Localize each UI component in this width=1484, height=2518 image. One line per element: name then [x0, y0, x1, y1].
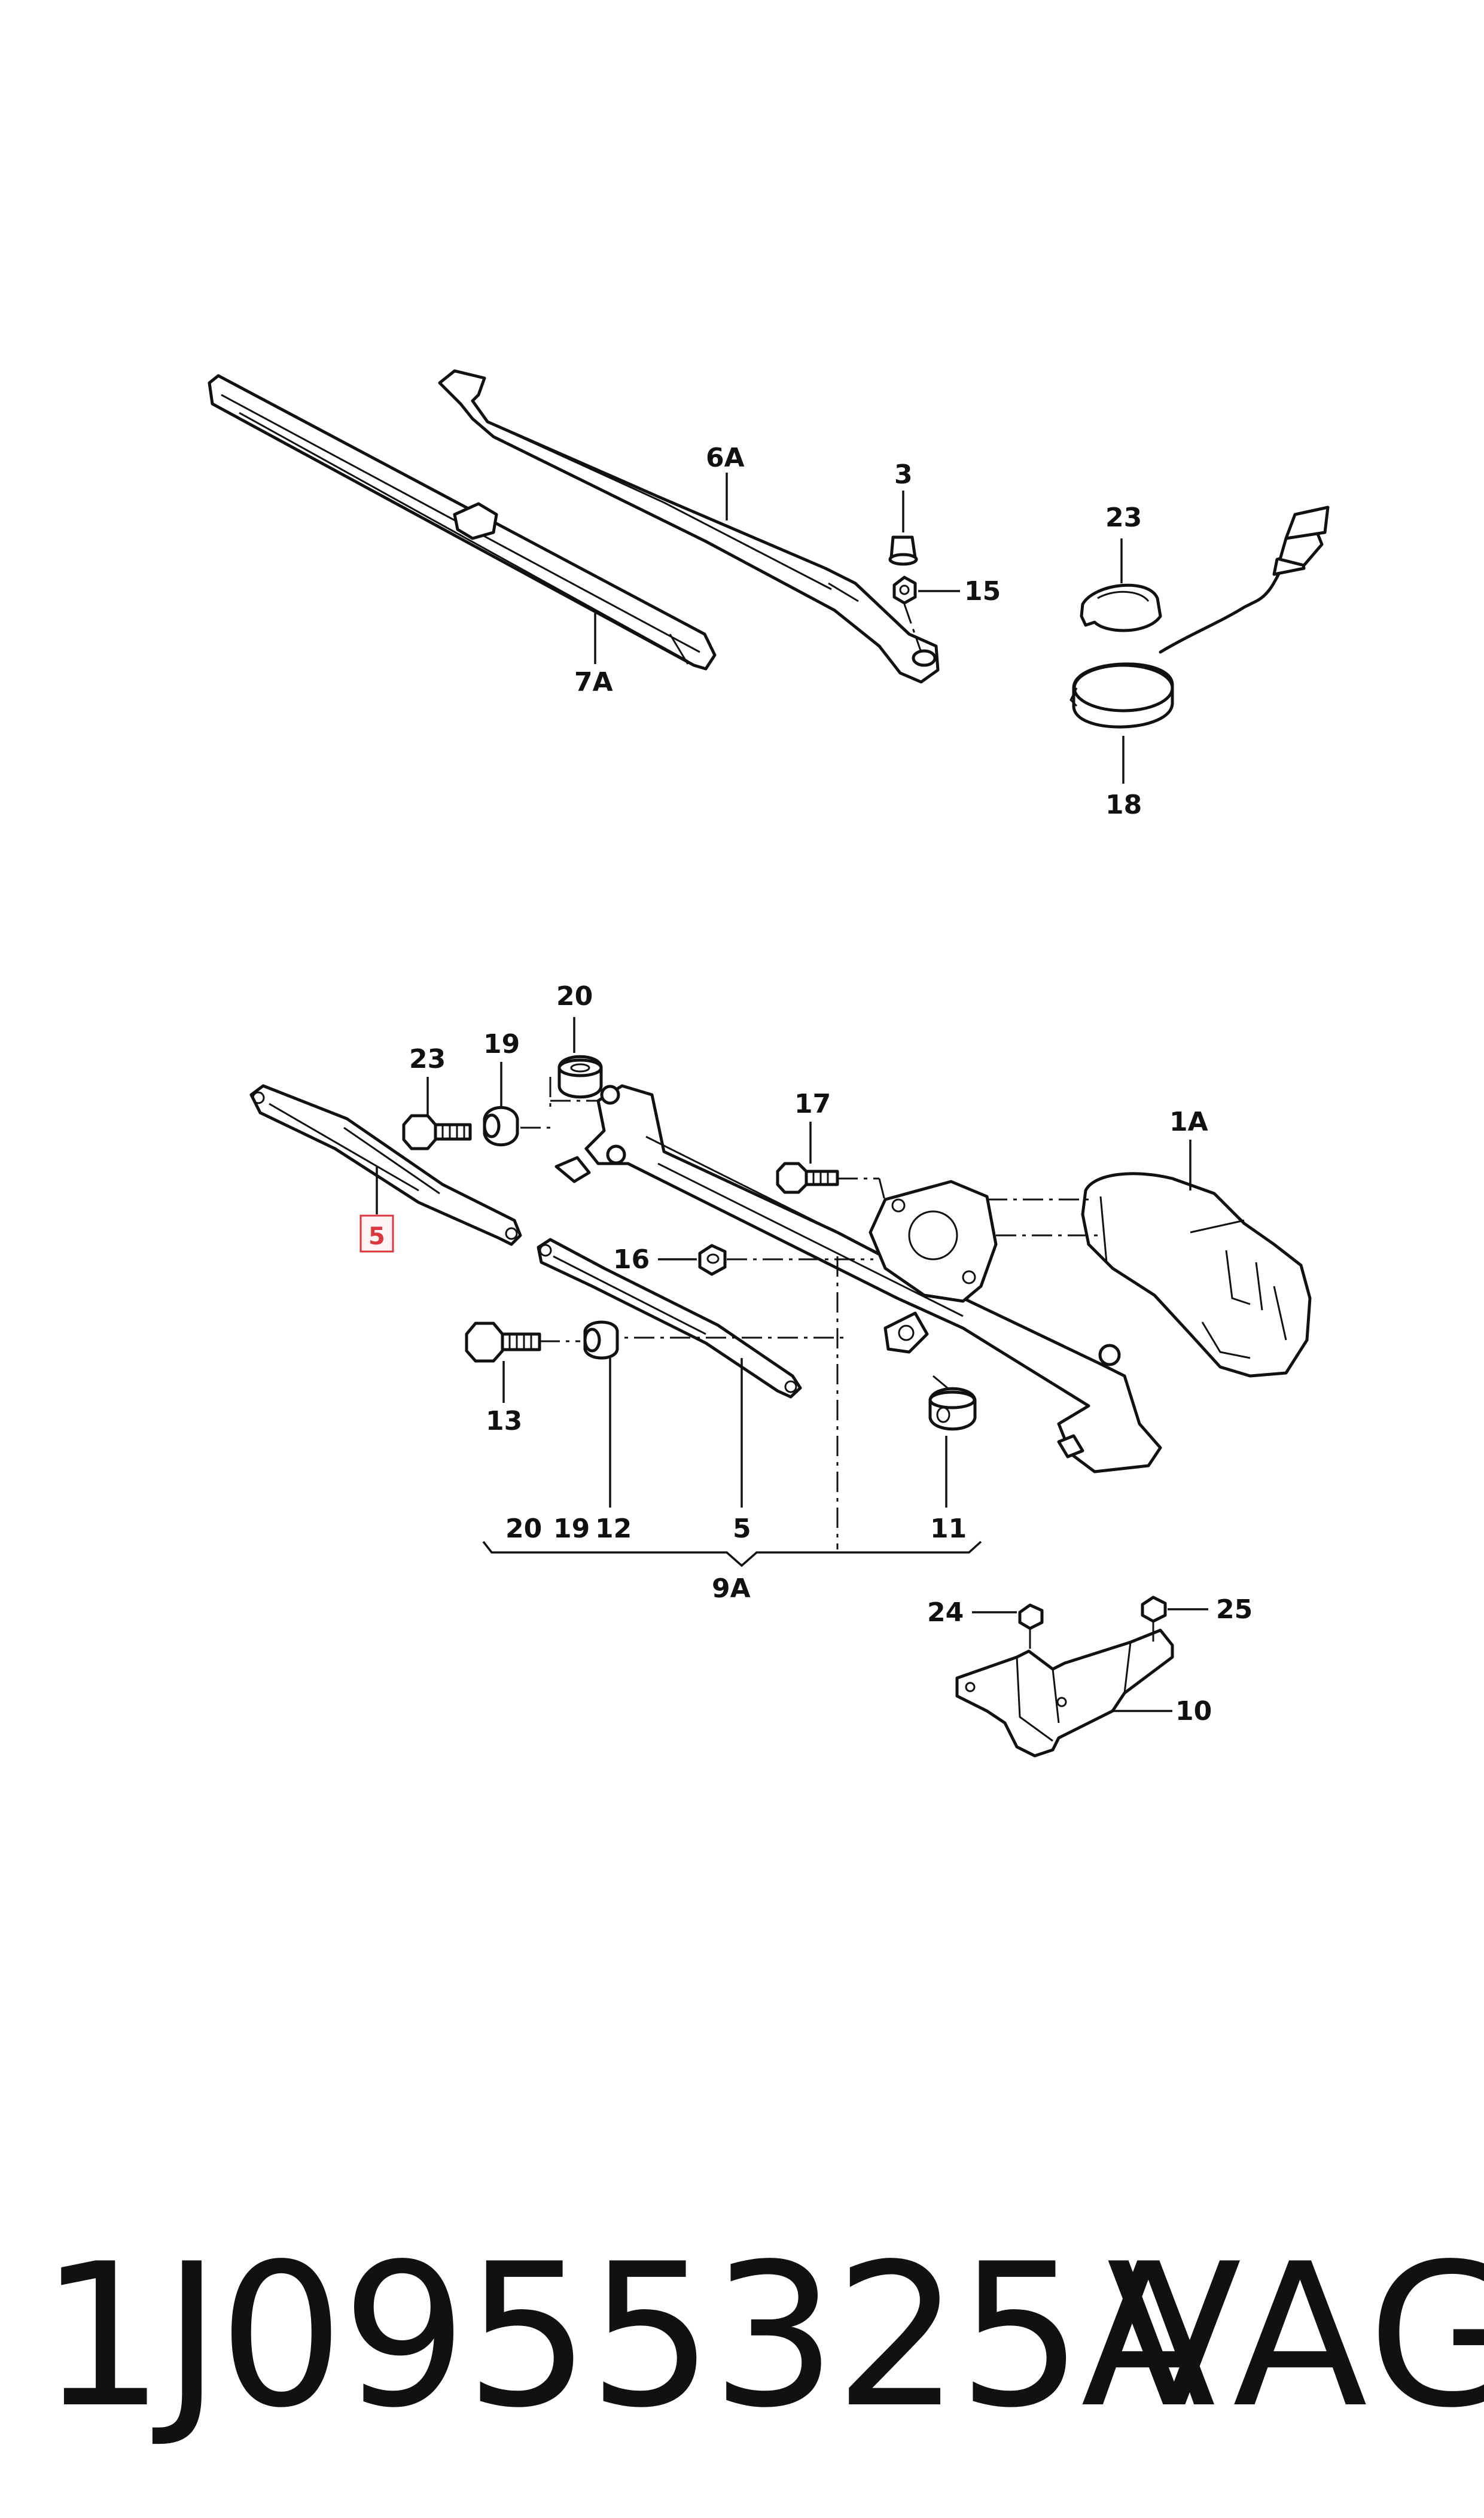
sensor-18 [1069, 506, 1330, 784]
kit-item-12: 12 [595, 1514, 632, 1544]
callout-10: 10 [1175, 1696, 1212, 1727]
bushing-19 [483, 1062, 550, 1147]
retaining-clip-23 [1080, 538, 1162, 632]
wiper-arm-6A [438, 369, 940, 684]
callout-18: 18 [1105, 790, 1142, 820]
callout-17: 17 [794, 1089, 831, 1119]
callout-9A: 9A [712, 1573, 751, 1604]
callout-24: 24 [927, 1597, 964, 1628]
linkage-rod-5 [249, 1084, 522, 1253]
wiper-frame [549, 1077, 1162, 1549]
callout-6A: 6A [706, 443, 745, 473]
bushing-12 [583, 1320, 619, 1508]
brand-name: VAG [1107, 2221, 1484, 2451]
nut-25 [1141, 1596, 1208, 1642]
callout-3: 3 [894, 459, 913, 490]
nut-24 [972, 1603, 1044, 1654]
part-number: 1J0955325A [39, 2221, 1216, 2451]
callout-23-top: 23 [1105, 503, 1142, 533]
bolt-13 [465, 1322, 580, 1403]
kit-item-19: 19 [553, 1514, 590, 1544]
mounting-bracket-10 [955, 1628, 1174, 1758]
kit-item-5: 5 [733, 1514, 751, 1544]
callout-23-mid: 23 [409, 1044, 446, 1074]
kit-item-11: 11 [930, 1514, 967, 1544]
wiper-motor-1A [987, 1140, 1312, 1378]
kit-item-20: 20 [505, 1514, 542, 1544]
callout-5-highlight: 5 [368, 1223, 385, 1250]
linkage-rod-5-center [537, 1238, 843, 1508]
cap-3 [888, 491, 918, 566]
nut-16 [658, 1244, 873, 1276]
callout-25: 25 [1216, 1594, 1253, 1625]
callout-16: 16 [613, 1244, 650, 1275]
wiper-blade-7A [208, 374, 717, 671]
nut-15 [892, 576, 960, 653]
callout-7A: 7A [574, 667, 613, 698]
callout-13: 13 [486, 1406, 522, 1436]
bushing-11 [928, 1375, 977, 1508]
bolt-17 [776, 1122, 886, 1203]
bolt-23 [402, 1077, 472, 1150]
callout-20-top: 20 [556, 981, 593, 1012]
bushing-20 [557, 1017, 603, 1099]
callout-19: 19 [483, 1029, 520, 1059]
callout-1A: 1A [1169, 1107, 1208, 1137]
callout-15: 15 [964, 576, 1001, 607]
highlight-box [359, 1214, 394, 1253]
kit-bracket-9A [482, 1540, 982, 1567]
